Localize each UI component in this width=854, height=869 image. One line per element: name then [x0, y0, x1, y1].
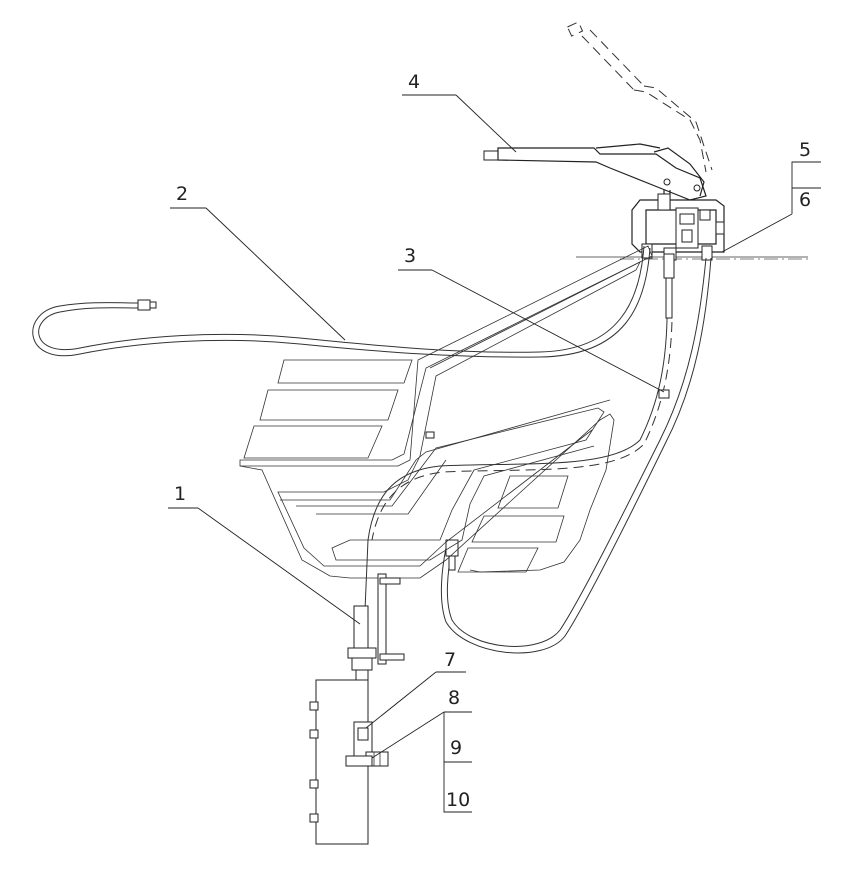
leader-7: [365, 671, 437, 729]
label-6: 6: [799, 189, 811, 211]
leader-1: [197, 507, 361, 625]
leader-lines: [168, 94, 821, 813]
floor-line: [576, 256, 808, 260]
item-numbers: 4 2 3 1 5 6 7 8 9 10: [174, 71, 811, 811]
label-3: 3: [404, 245, 416, 267]
leader-3: [431, 269, 665, 393]
cable-3: [364, 253, 675, 611]
label-1: 1: [174, 483, 186, 505]
label-7: 7: [444, 649, 456, 671]
leader-8: [371, 711, 445, 759]
label-5: 5: [799, 139, 811, 161]
lever-bracket: [631, 193, 725, 261]
leader-4: [455, 94, 517, 153]
leader-5-6: [721, 213, 793, 253]
label-9: 9: [450, 737, 462, 759]
label-8: 8: [448, 687, 460, 709]
lower-actuator: [309, 573, 405, 845]
leader-2: [205, 207, 346, 341]
cable-2: [32, 245, 651, 358]
leader-8-10-box: [443, 712, 472, 813]
leader-5-box: [791, 161, 821, 214]
cab-floor-outline: [239, 245, 653, 579]
label-10: 10: [446, 789, 470, 811]
label-4: 4: [408, 71, 420, 93]
label-2: 2: [176, 183, 188, 205]
lever-raised-position: [566, 21, 713, 173]
